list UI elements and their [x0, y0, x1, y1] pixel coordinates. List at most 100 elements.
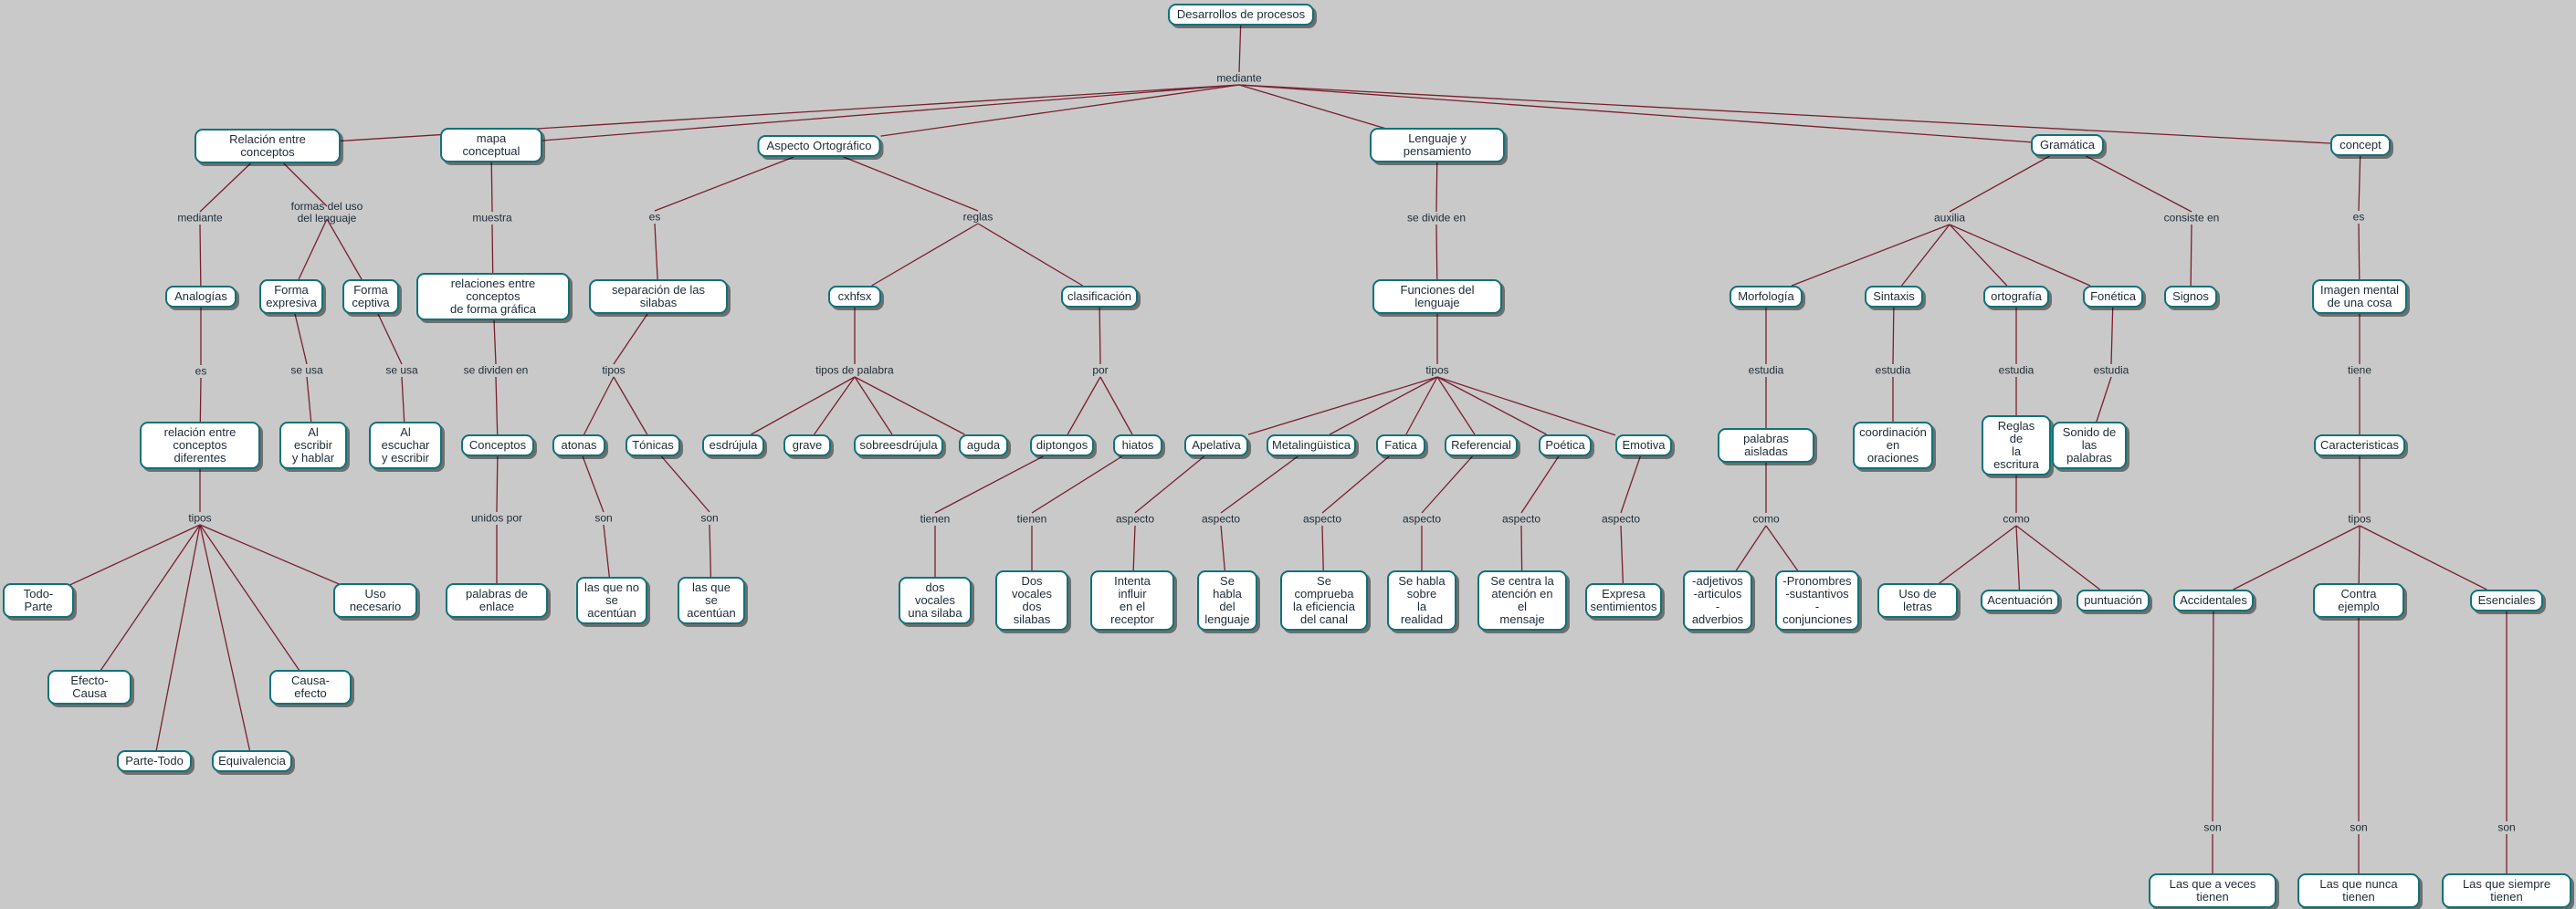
concept-node[interactable]: las que no se acentúan [576, 577, 647, 624]
link-phrase[interactable]: estudia [1748, 363, 1784, 377]
concept-node[interactable]: Sonido de las palabras [2052, 422, 2127, 469]
link-phrase[interactable]: por [1092, 363, 1109, 377]
concept-node[interactable]: concept [2330, 134, 2391, 156]
link-phrase[interactable]: aspecto [1115, 512, 1155, 526]
concept-node[interactable]: Lenguaje y pensamiento [1370, 128, 1505, 162]
concept-node[interactable]: Aspecto Ortográfico [757, 135, 881, 157]
concept-node[interactable]: cxhfsx [828, 286, 881, 308]
link-phrase[interactable]: estudia [1875, 363, 1911, 377]
concept-node[interactable]: dos vocales una silaba [899, 577, 972, 624]
link-phrase[interactable]: tienen [920, 512, 951, 526]
link-phrase[interactable]: es [195, 364, 207, 378]
concept-node[interactable]: Causa-efecto [269, 670, 352, 705]
concept-node[interactable]: Equivalencia [212, 750, 292, 772]
concept-node[interactable]: palabras de enlace [446, 583, 548, 618]
link-phrase[interactable]: aspecto [1201, 512, 1241, 526]
link-phrase[interactable]: como [1752, 512, 1780, 526]
concept-node[interactable]: Conceptos [461, 434, 534, 456]
concept-node[interactable]: Dos vocales dos silabas [995, 570, 1068, 631]
link-phrase[interactable]: como [2003, 512, 2030, 526]
concept-node[interactable]: Se centra la atención en el mensaje [1477, 570, 1567, 631]
concept-node[interactable]: Todo-Parte [3, 583, 74, 618]
concept-node[interactable]: aguda [959, 434, 1008, 456]
concept-node[interactable]: mapa conceptual [440, 128, 542, 162]
concept-node[interactable]: Apelativa [1184, 434, 1248, 456]
concept-node[interactable]: Expresa sentimientos [1585, 583, 1662, 618]
link-phrase[interactable]: son [2497, 820, 2516, 834]
concept-node[interactable]: Se habla del lenguaje [1197, 570, 1257, 631]
concept-node[interactable]: Forma ceptiva [342, 279, 399, 314]
link-phrase[interactable]: tipos [602, 363, 626, 377]
link-phrase[interactable]: aspecto [1402, 512, 1442, 526]
link-phrase[interactable]: consiste en [2163, 211, 2220, 225]
concept-node[interactable]: Gramática [2031, 134, 2104, 156]
concept-node[interactable]: Parte-Todo [117, 750, 192, 772]
concept-node[interactable]: esdrújula [702, 434, 764, 456]
concept-node[interactable]: Referencial [1445, 434, 1518, 456]
concept-node[interactable]: Analogías [165, 286, 237, 308]
concept-node[interactable]: Fatica [1376, 434, 1425, 456]
concept-node[interactable]: hiatos [1113, 434, 1162, 456]
concept-node[interactable]: Tónicas [626, 434, 680, 456]
link-phrase[interactable]: se dividen en [463, 363, 529, 377]
concept-node[interactable]: diptongos [1030, 434, 1094, 456]
link-phrase[interactable]: tipos [2348, 512, 2371, 526]
concept-node[interactable]: Al escuchar y escribir [369, 422, 442, 469]
concept-node[interactable]: las que se acentúan [678, 577, 745, 624]
link-phrase[interactable]: estudia [1998, 363, 2035, 377]
concept-node[interactable]: ortografía [1983, 286, 2049, 308]
concept-node[interactable]: sobreesdrújula [854, 434, 943, 456]
concept-node[interactable]: -Pronombres -sustantivos -conjunciones [1775, 570, 1859, 631]
concept-node[interactable]: Intenta influir en el receptor [1090, 570, 1174, 631]
link-phrase[interactable]: se usa [385, 363, 418, 377]
link-phrase[interactable]: son [2203, 820, 2222, 834]
link-phrase[interactable]: es [648, 210, 661, 224]
concept-node[interactable]: Poética [1539, 434, 1592, 456]
link-phrase[interactable]: unidos por [470, 511, 523, 525]
link-phrase[interactable]: aspecto [1601, 512, 1641, 526]
link-phrase[interactable]: aspecto [1501, 512, 1541, 526]
link-phrase[interactable]: tienen [1016, 512, 1047, 526]
link-phrase[interactable]: reglas [962, 210, 994, 224]
concept-node[interactable]: relación entre conceptos diferentes [140, 422, 260, 469]
concept-node[interactable]: grave [783, 434, 831, 456]
concept-node[interactable]: Signos [2164, 286, 2217, 308]
concept-node[interactable]: palabras aisladas [1718, 428, 1814, 463]
concept-node[interactable]: puntuación [2077, 590, 2150, 611]
link-phrase[interactable]: se usa [290, 363, 323, 377]
concept-node[interactable]: Fonética [2083, 286, 2143, 308]
concept-node[interactable]: Caracteristicas [2314, 434, 2405, 456]
link-phrase[interactable]: es [2352, 210, 2365, 224]
link-phrase[interactable]: se divide en [1406, 211, 1467, 225]
concept-node[interactable]: Uso necesario [333, 583, 417, 618]
concept-node[interactable]: separación de las silabas [589, 279, 728, 314]
concept-node[interactable]: Acentuación [1981, 590, 2059, 611]
link-phrase[interactable]: muestra [472, 211, 512, 225]
link-phrase[interactable]: son [700, 511, 719, 525]
link-phrase[interactable]: tipos [188, 511, 212, 525]
concept-node[interactable]: Se comprueba la eficiencia del canal [1280, 570, 1368, 631]
concept-node[interactable]: Morfología [1730, 286, 1803, 308]
concept-node[interactable]: Se habla sobre la realidad [1387, 570, 1456, 631]
concept-node[interactable]: Las que a veces tienen [2149, 873, 2276, 908]
link-phrase[interactable]: estudia [2093, 363, 2129, 377]
concept-node[interactable]: Esenciales [2470, 590, 2543, 611]
concept-node[interactable]: Accidentales [2173, 590, 2254, 611]
concept-node[interactable]: Imagen mental de una cosa [2312, 279, 2407, 314]
concept-node[interactable]: Emotiva [1615, 434, 1672, 456]
link-phrase[interactable]: formas del uso del lenguaje [290, 200, 363, 225]
link-phrase[interactable]: tipos de palabra [815, 363, 894, 377]
link-phrase[interactable]: mediante [1216, 71, 1262, 85]
concept-node[interactable]: Metalingüistica [1267, 434, 1356, 456]
link-phrase[interactable]: tiene [2347, 363, 2372, 377]
link-phrase[interactable]: son [594, 511, 613, 525]
concept-node[interactable]: -adjetivos -articulos -adverbios [1683, 570, 1752, 631]
concept-node[interactable]: coordinación en oraciones [1853, 422, 1933, 469]
concept-node[interactable]: Reglas de la escritura [1982, 415, 2051, 475]
link-phrase[interactable]: auxilia [1933, 211, 1966, 225]
concept-node[interactable]: Desarrollos de procesos [1168, 4, 1314, 26]
concept-node[interactable]: Las que siempre tienen [2442, 873, 2571, 908]
link-phrase[interactable]: aspecto [1302, 512, 1342, 526]
concept-node[interactable]: Las que nunca tienen [2297, 873, 2420, 908]
